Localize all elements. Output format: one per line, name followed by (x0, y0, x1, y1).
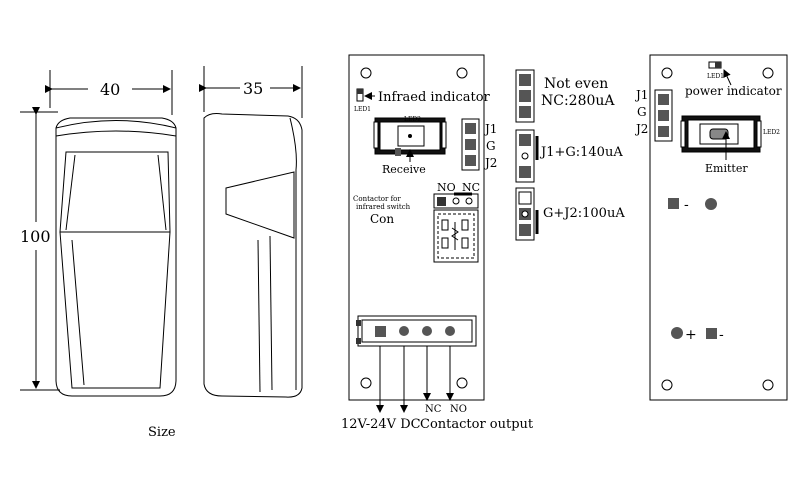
emitter-hole-br (762, 379, 774, 391)
contactor-note-line1: Contactor for (353, 195, 401, 203)
width-label: 40 (100, 80, 120, 99)
jumper-3-line1: G+J2:100uA (543, 206, 625, 221)
con-label: Con (370, 212, 394, 226)
emitter-terminal-circle-top (705, 198, 717, 210)
emitter-terminal-minus-top (668, 198, 679, 209)
emitter-hole-tr (762, 67, 774, 79)
emitter-led1-label: LED1 (707, 73, 724, 80)
size-caption: Size (148, 425, 176, 440)
contactor-output-label: Contactor output (420, 417, 534, 432)
mount-hole-bl (360, 377, 372, 389)
contactor-note-line2: infrared switch (356, 203, 411, 211)
jumper-setting-2 (515, 129, 535, 183)
emitter-jumper-block (654, 89, 673, 142)
contactor-no-label: NO (437, 181, 456, 194)
height-label: 100 (20, 227, 51, 246)
mount-hole-tr (456, 67, 468, 79)
emitter-hole-bl (661, 379, 673, 391)
receiver-led2-label: LED2 (404, 116, 421, 123)
emitter-led2-label: LED2 (763, 129, 780, 136)
emitter-plus-label: + (685, 327, 697, 343)
power-indicator-arrow (723, 69, 732, 86)
terminal-block (357, 315, 477, 347)
receiver-j2-label: J2 (483, 156, 497, 170)
emitter-j2-label: J2 (634, 122, 648, 136)
front-view-housing (55, 117, 177, 397)
emitter-minus-top-label: - (684, 197, 689, 213)
terminal-no-label: NO (450, 404, 467, 415)
mount-hole-tl (360, 67, 372, 79)
emitter-terminal-minus-bottom (706, 328, 717, 339)
emitter-hole-tl (661, 67, 673, 79)
side-view-housing (203, 113, 303, 398)
contactor-nc-label: NC (462, 181, 480, 194)
mount-hole-br (456, 377, 468, 389)
jumper-settings (515, 69, 539, 241)
emitter-board (649, 54, 788, 401)
jumper-1-line1: Not even (544, 76, 608, 92)
emitter-label: Emitter (705, 162, 748, 175)
relay (433, 209, 479, 263)
depth-label: 35 (243, 79, 263, 98)
receiver-board (348, 54, 485, 413)
emitter-minus-bottom-label: - (719, 327, 724, 343)
size-view (20, 66, 303, 398)
receiver-jumper-block (461, 118, 480, 171)
infrared-indicator-label: Infraed indicator (378, 90, 491, 105)
emitter-terminal-plus (671, 327, 683, 339)
receiver-pcb-outline (348, 54, 485, 401)
receiver-led1-label: LED1 (354, 106, 371, 113)
power-indicator-label: power indicator (685, 84, 782, 98)
emitter-j1-label: J1 (634, 88, 648, 102)
terminal-nc-label: NC (425, 404, 442, 415)
jumper-2-line1: J1+G:140uA (539, 145, 623, 160)
receiver-g-label: G (486, 139, 496, 153)
receiver-j1-label: J1 (483, 122, 497, 136)
jumper-setting-3 (515, 187, 535, 241)
jumper-1-line2: NC:280uA (541, 93, 615, 109)
receive-label: Receive (382, 163, 426, 176)
emitter-g-label: G (637, 105, 647, 119)
jumper-setting-1 (515, 69, 535, 123)
emitter-pcb-outline (649, 54, 788, 401)
power-input-label: 12V-24V DC (341, 417, 421, 432)
